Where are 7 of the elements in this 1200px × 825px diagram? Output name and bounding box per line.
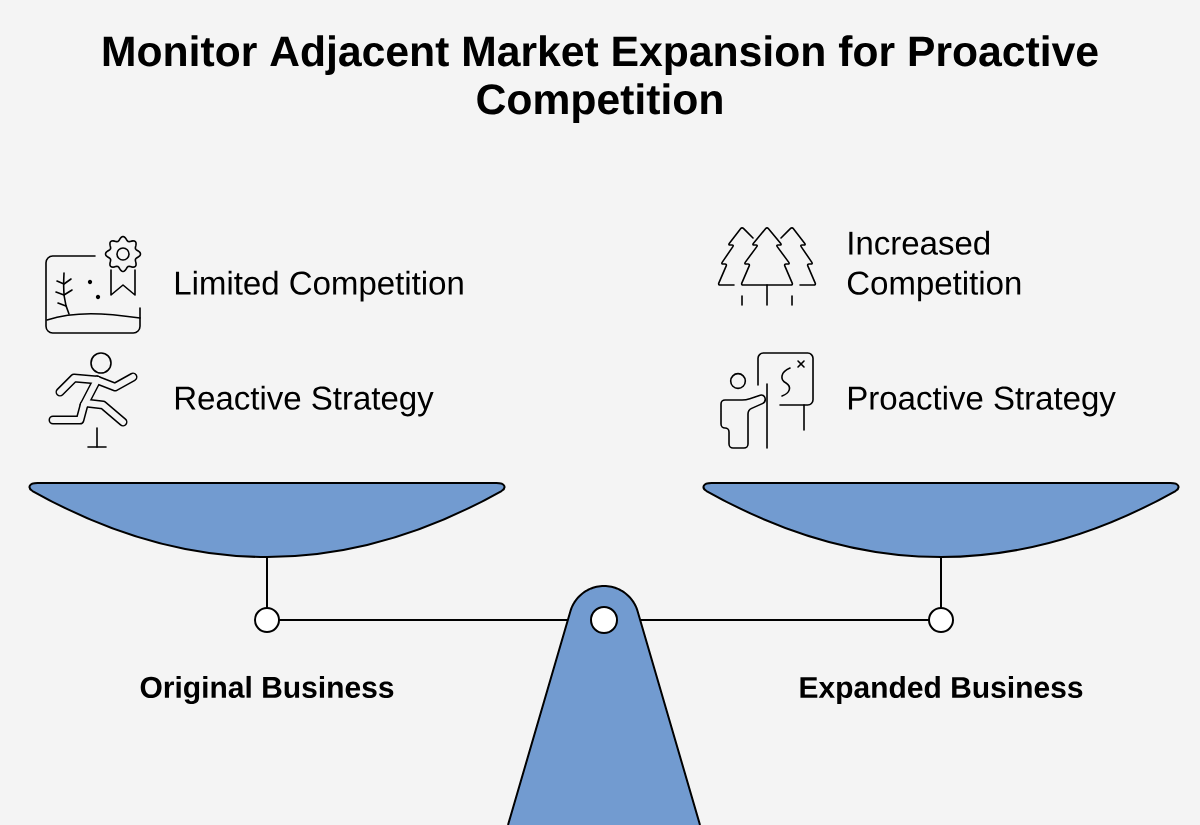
item-label: Increased Competition	[847, 230, 1021, 302]
item-label: Limited Competition	[175, 270, 463, 302]
item-label: Proactive Strategy	[848, 385, 1116, 417]
business-label: Expanded Business	[800, 676, 1083, 704]
title: Monitor Adjacent Market Expansion for Proactive Competition	[103, 35, 1098, 123]
item-label: Reactive Strategy	[175, 385, 434, 417]
business-label: Original Business	[140, 675, 394, 705]
